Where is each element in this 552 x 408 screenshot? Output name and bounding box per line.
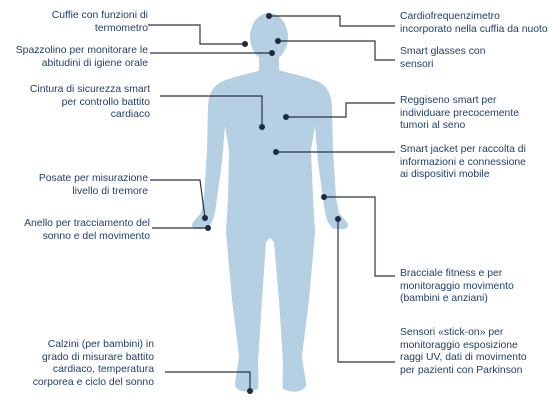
label-line: Calzini (per bambini) in xyxy=(33,339,154,352)
dot-smart-jacket xyxy=(273,149,279,155)
label-line: per controllo battito xyxy=(30,97,150,110)
label-line: informazioni e connessione xyxy=(400,157,526,170)
label-line: Posate per misurazione xyxy=(39,173,148,186)
label-line: Cuffie con funzioni di xyxy=(52,10,148,23)
label-line: (bambini e anziani) xyxy=(400,293,514,306)
label-cardiofrequenzimetro: Cardiofrequenzimetro incorporato nella c… xyxy=(400,11,548,36)
leader-sensori xyxy=(338,219,395,362)
leader-smart-glasses xyxy=(278,41,395,60)
dot-cardiofrequenzimetro xyxy=(266,13,272,19)
label-line: Spazzolino per monitorare le xyxy=(16,45,148,58)
label-line: per pazienti con Parkinson xyxy=(400,365,527,378)
label-line: Cardiofrequenzimetro xyxy=(400,11,548,24)
label-line: Anello per tracciamento del xyxy=(24,218,150,231)
leader-posate xyxy=(150,180,205,218)
label-line: Bracciale fitness e per xyxy=(400,268,514,281)
leader-cuffie xyxy=(148,25,245,44)
label-bracciale: Bracciale fitness e per monitoraggio mov… xyxy=(400,268,514,306)
leader-cardiofrequenzimetro xyxy=(269,16,395,26)
label-line: Cintura di sicurezza smart xyxy=(30,84,150,97)
label-line: termometro xyxy=(52,23,148,36)
label-line: sonno e del movimento xyxy=(24,231,150,244)
silhouette-body xyxy=(192,70,348,392)
label-line: raggi UV, dati di movimento xyxy=(400,352,527,365)
label-line: corporea e ciclo del sonno xyxy=(33,377,154,390)
label-line: grado di misurare battito xyxy=(33,352,154,365)
dot-smart-glasses xyxy=(275,38,281,44)
label-smart-jacket: Smart jacket per raccolta di informazion… xyxy=(400,144,526,182)
label-anello: Anello per tracciamento del sonno e del … xyxy=(24,218,150,243)
dot-anello xyxy=(205,225,211,231)
label-line: abitudini di igiene orale xyxy=(16,58,148,71)
label-smart-glasses: Smart glasses con sensori xyxy=(400,46,485,71)
dot-sensori xyxy=(335,216,341,222)
label-posate: Posate per misurazione livello di tremor… xyxy=(39,173,148,198)
label-sensori: Sensori «stick-on» per monitoraggio espo… xyxy=(400,327,527,377)
label-line: individuare precocemente xyxy=(400,108,519,121)
label-cintura: Cintura di sicurezza smart per controllo… xyxy=(30,84,150,122)
label-line: Reggiseno smart per xyxy=(400,95,519,108)
label-calzini: Calzini (per bambini) in grado di misura… xyxy=(33,339,154,389)
dot-reggiseno xyxy=(283,114,289,120)
dot-spazzolino xyxy=(269,50,275,56)
label-spazzolino: Spazzolino per monitorare le abitudini d… xyxy=(16,45,148,70)
label-cuffie: Cuffie con funzioni di termometro xyxy=(52,10,148,35)
label-line: sensori xyxy=(400,59,485,72)
label-line: monitoraggio movimento xyxy=(400,281,514,294)
label-line: Smart glasses con xyxy=(400,46,485,59)
label-line: tumori al seno xyxy=(400,120,519,133)
label-reggiseno: Reggiseno smart per individuare precocem… xyxy=(400,95,519,133)
dot-calzini xyxy=(247,388,253,394)
label-line: livello di tremore xyxy=(39,186,148,199)
silhouette-head xyxy=(250,13,288,61)
label-line: Sensori «stick-on» per xyxy=(400,327,527,340)
dot-posate xyxy=(202,215,208,221)
label-line: ai dispositivi mobile xyxy=(400,169,526,182)
dot-bracciale xyxy=(321,194,327,200)
label-line: cardiaco, temperatura xyxy=(33,364,154,377)
human-silhouette xyxy=(192,13,348,392)
dot-cintura xyxy=(259,124,265,130)
dot-cuffie xyxy=(242,41,248,47)
label-line: incorporato nella cuffia da nuoto xyxy=(400,24,548,37)
label-line: monitoraggio esposizione xyxy=(400,340,527,353)
label-line: Smart jacket per raccolta di xyxy=(400,144,526,157)
label-line: cardiaco xyxy=(30,109,150,122)
